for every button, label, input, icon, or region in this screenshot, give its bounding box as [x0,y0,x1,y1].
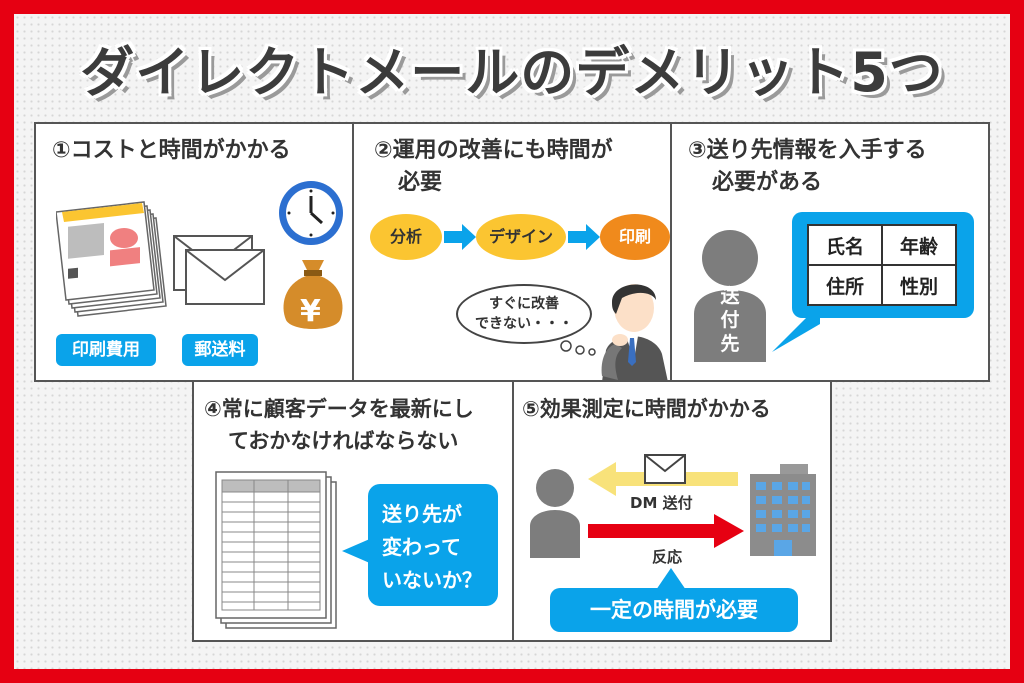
panel-effect-measurement: ⑤効果測定に時間がかかる DM 送付 反応 一定の時間が必要 [512,380,832,642]
info-bubble: 氏名 年齢 住所 性別 [792,212,974,318]
response-label: 反応 [652,548,683,566]
thinking-man-icon [601,284,668,382]
thought-bubble: すぐに改善 できない・・・ [456,284,592,344]
step-printing: 印刷 [600,214,670,260]
panel-title: ⑤効果測定に時間がかかる [522,397,771,421]
person-silhouette-icon [530,469,580,558]
dm-send-label: DM 送付 [630,494,693,512]
clock-icon [279,181,343,245]
bubble-line2: 変わって [382,535,461,559]
question-bubble: 送り先が 変わって いないか？ [368,484,498,606]
info-table: 氏名 年齢 住所 性別 [807,224,957,306]
panel-title-line2: 必要 [398,170,443,195]
label-postage: 郵送料 [182,334,258,366]
person-silhouette-icon [694,230,766,362]
table-row: 氏名 年齢 [807,224,957,266]
thought-line2: できない・・・ [475,316,573,332]
thought-dots [560,340,596,356]
speech-bubble-tail [342,538,372,564]
speech-bubble-tail [656,568,686,590]
table-cell: 年齢 [881,224,957,266]
envelope-icon [173,235,265,305]
yen-symbol: ¥ [300,294,321,329]
page-title: ダイレクトメールのデメリット5つ [80,41,944,104]
office-building-icon [750,464,816,556]
panel-recipient-info: ③送り先情報を入手する 必要がある 送付先 氏名 年齢 住所 性別 [670,122,990,382]
arrow-right-icon [568,224,600,250]
panel-title-line1: ③送り先情報を入手する [688,138,927,163]
panel-title-line1: ②運用の改善にも時間が [374,138,613,163]
label-printing-cost: 印刷費用 [56,334,156,366]
spreadsheet-icon [215,471,337,629]
table-cell: 氏名 [807,224,883,266]
panel-title-line2: 必要がある [712,170,823,195]
table-row: 住所 性別 [807,264,957,306]
envelope-icon [644,454,686,484]
recipient-label-text: 送付先 [720,285,740,355]
arrow-right-icon [588,514,744,548]
recipient-label: 送付先 [716,284,744,356]
panel-title-line1: ④常に顧客データを最新にし [204,397,474,421]
panel-operation-improvement: ②運用の改善にも時間が 必要 分析 デザイン 印刷 すぐに改善 できない・・・ [352,122,672,382]
table-cell: 住所 [807,264,883,306]
printed-papers-icon [56,201,167,317]
time-needed-bubble: 一定の時間が必要 [550,588,798,632]
thought-line1: すぐに改善 [489,296,559,312]
money-bag-icon [283,260,343,329]
table-cell: 性別 [881,264,957,306]
panel-cost-time: ①コストと時間がかかる ¥ 印刷費用 郵送料 [34,122,354,382]
step-analysis: 分析 [370,214,442,260]
panel-title: ①コストと時間がかかる [52,138,291,163]
bubble-line3: いないか？ [382,568,482,592]
bubble-line1: 送り先が [382,502,462,526]
step-design: デザイン [476,214,566,260]
arrow-right-icon [444,224,476,250]
panel-customer-data: ④常に顧客データを最新にし ておかなければならない 送り先が 変わって いないか… [192,380,514,642]
panel-title-line2: ておかなければならない [228,429,459,453]
